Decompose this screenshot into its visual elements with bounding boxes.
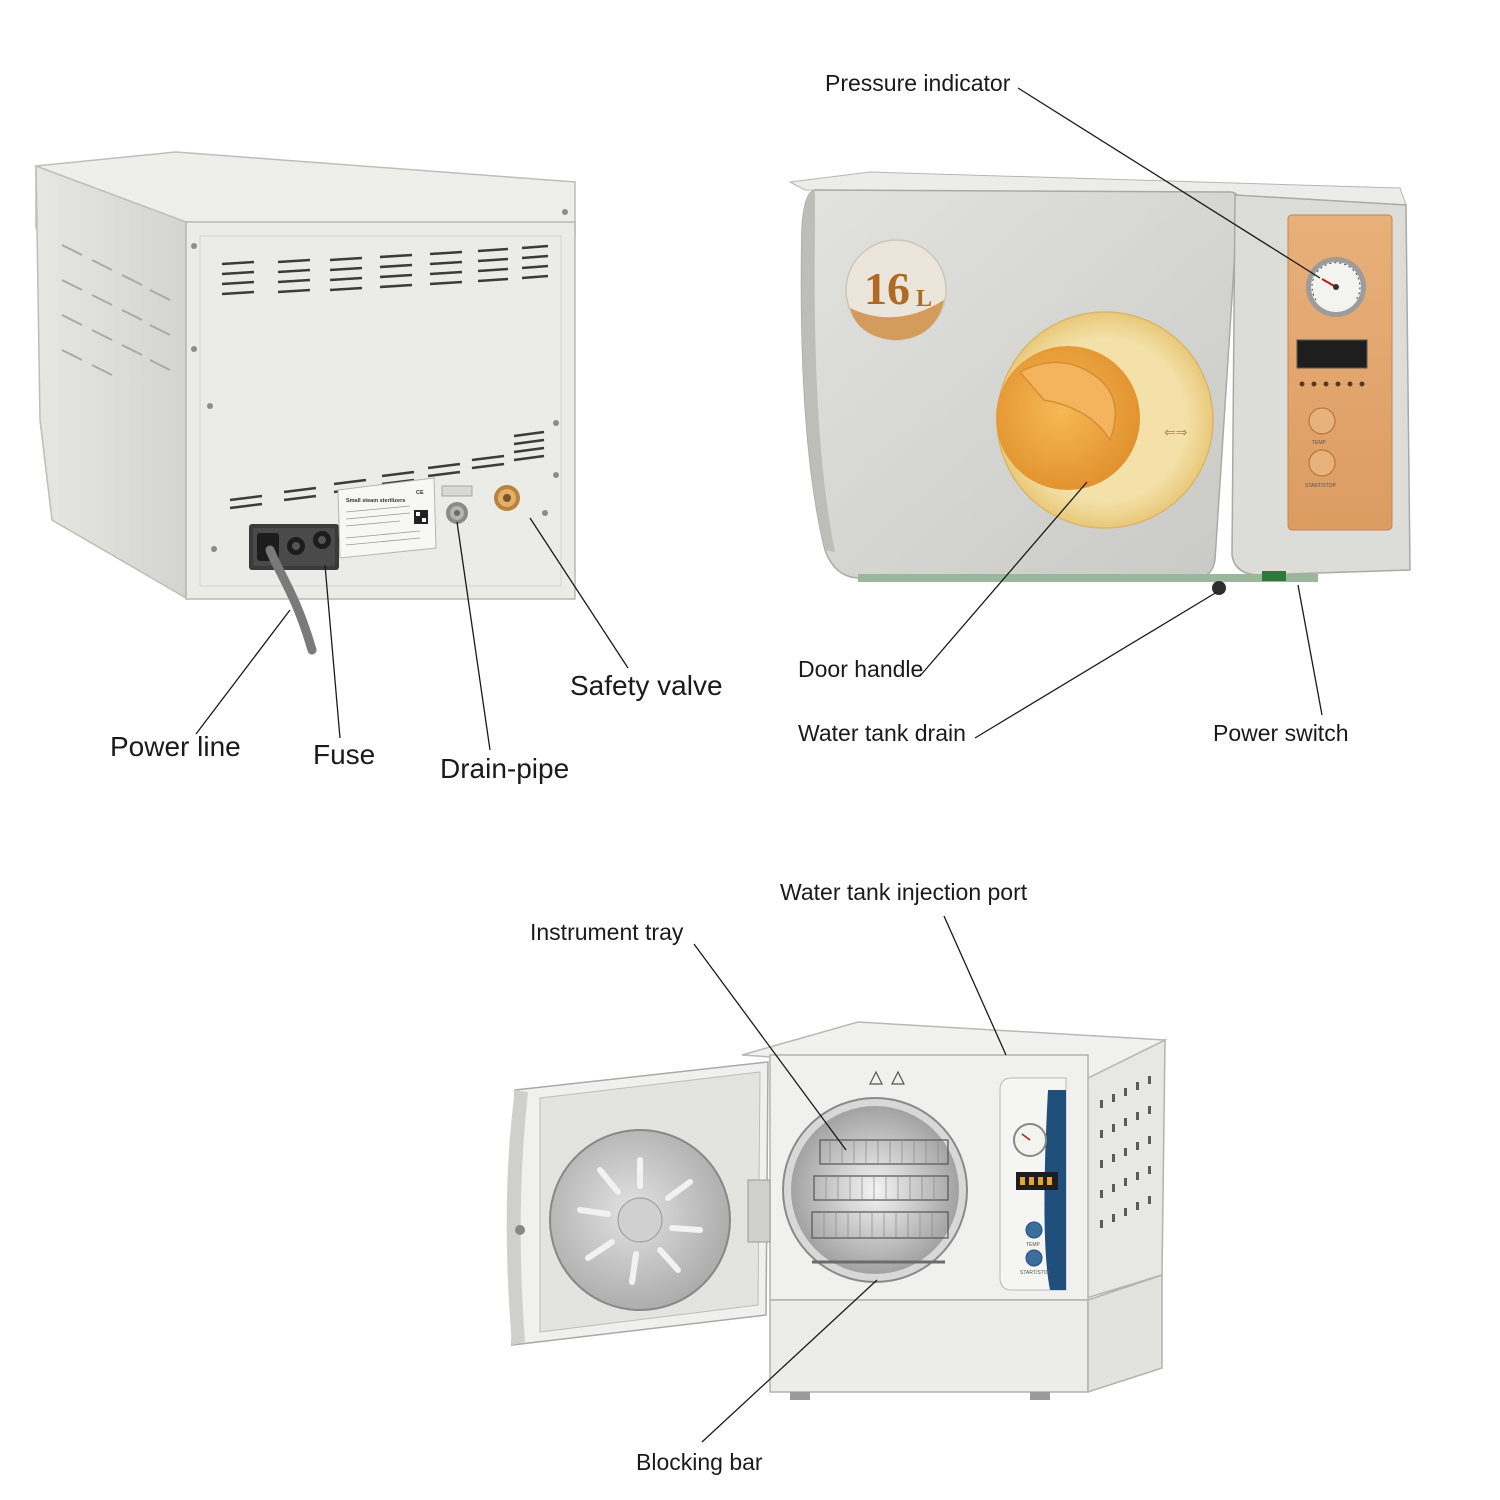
- open-door: [506, 1061, 771, 1346]
- open-unit-start-stop-label: START/STOP: [1020, 1270, 1052, 1276]
- temp-button[interactable]: TEMP: [1308, 407, 1336, 446]
- label-power-switch: Power switch: [1213, 720, 1348, 746]
- control-column: TEMP START/STOP: [1231, 194, 1411, 576]
- sterilization-chamber: [782, 1097, 968, 1283]
- leader-pressure-indicator: [1017, 87, 1321, 279]
- open-unit-digital-display: [1016, 1172, 1058, 1190]
- rear-unit-side: [35, 164, 187, 600]
- digital-display: [1296, 339, 1368, 369]
- rating-plate-title: Small steam sterilizers: [346, 498, 405, 504]
- label-water-tank-injection-port: Water tank injection port: [780, 879, 1028, 905]
- hot-surface-warning-icon: [891, 1070, 905, 1085]
- label-instrument-tray: Instrument tray: [530, 919, 684, 945]
- front-unit-base: [858, 574, 1318, 582]
- leader-power-switch: [1297, 584, 1323, 716]
- rating-plate-ce: CE: [416, 490, 424, 496]
- leader-instrument-tray: [693, 943, 847, 1151]
- label-drain-pipe: Drain-pipe: [440, 753, 569, 784]
- label-power-line: Power line: [110, 731, 241, 762]
- door-disc-ribs: [577, 1157, 703, 1285]
- open-door-sterilizer: TEMP START/STOP: [506, 1021, 1168, 1400]
- open-unit-control-panel: TEMP START/STOP: [999, 1077, 1067, 1291]
- label-blocking-bar: Blocking bar: [636, 1449, 763, 1475]
- door-window: ⇐⇒: [996, 311, 1214, 529]
- warning-triangle-icon: [869, 1070, 883, 1085]
- open-unit-side-vents: [1100, 1076, 1151, 1228]
- label-fuse: Fuse: [313, 739, 375, 770]
- leader-power-line: [195, 609, 291, 735]
- leader-drain-pipe: [456, 521, 491, 751]
- capacity-unit: L: [916, 286, 932, 312]
- rear-view-sterilizer: Small steam sterilizers CE: [35, 151, 576, 655]
- start-stop-button-label: START/STOP: [1305, 483, 1337, 489]
- side-vent-slots: [61, 244, 171, 376]
- door-latch: [515, 1225, 525, 1235]
- leader-door-handle: [919, 481, 1088, 677]
- water-tank-drain-knob: [1212, 581, 1226, 595]
- start-stop-button[interactable]: START/STOP: [1305, 449, 1337, 489]
- leader-fuse: [324, 564, 341, 739]
- label-water-tank-drain: Water tank drain: [798, 720, 966, 746]
- power-socket-block: [249, 524, 339, 570]
- indicator-leds: [1299, 381, 1365, 387]
- power-switch[interactable]: [1262, 571, 1286, 581]
- leader-safety-valve: [529, 517, 629, 669]
- temp-button-label: TEMP: [1312, 440, 1327, 446]
- instrument-tray-rack: [811, 1139, 949, 1239]
- open-unit-temp-label: TEMP: [1026, 1242, 1041, 1248]
- door-handle: [1018, 361, 1117, 442]
- open-unit-temp-button[interactable]: [1025, 1221, 1043, 1239]
- callout-labels: Power line Fuse Drain-pipe Safety valve …: [110, 70, 1348, 1475]
- label-safety-valve: Safety valve: [570, 670, 723, 701]
- safety-valve-fitting: [494, 485, 520, 511]
- capacity-number: 16: [864, 263, 910, 314]
- label-pressure-indicator: Pressure indicator: [825, 70, 1011, 96]
- open-unit-side: [1079, 1038, 1166, 1302]
- rear-panel-screws: [191, 209, 568, 552]
- power-cable: [265, 545, 317, 655]
- drain-pipe-fitting: [441, 485, 473, 524]
- leader-blocking-bar: [701, 1279, 878, 1443]
- back-vent-slots-top: [221, 244, 549, 296]
- door-hinge: [747, 1179, 771, 1243]
- leader-lines: [195, 87, 1323, 1443]
- front-view-sterilizer: 16 L ⇐⇒: [788, 171, 1411, 595]
- warning-icons: [869, 1070, 905, 1085]
- open-unit-start-stop-button[interactable]: [1025, 1249, 1043, 1267]
- label-door-handle: Door handle: [798, 656, 923, 682]
- door-arrow-glyph: ⇐⇒: [1164, 424, 1188, 440]
- leader-water-tank-injection-port: [943, 915, 1007, 1056]
- capacity-badge: 16 L: [845, 239, 947, 341]
- rating-plate: Small steam sterilizers CE: [337, 477, 437, 559]
- pressure-gauge: [1306, 257, 1366, 317]
- leader-water-tank-drain: [974, 591, 1218, 739]
- open-unit-lower-body: [769, 1299, 1089, 1393]
